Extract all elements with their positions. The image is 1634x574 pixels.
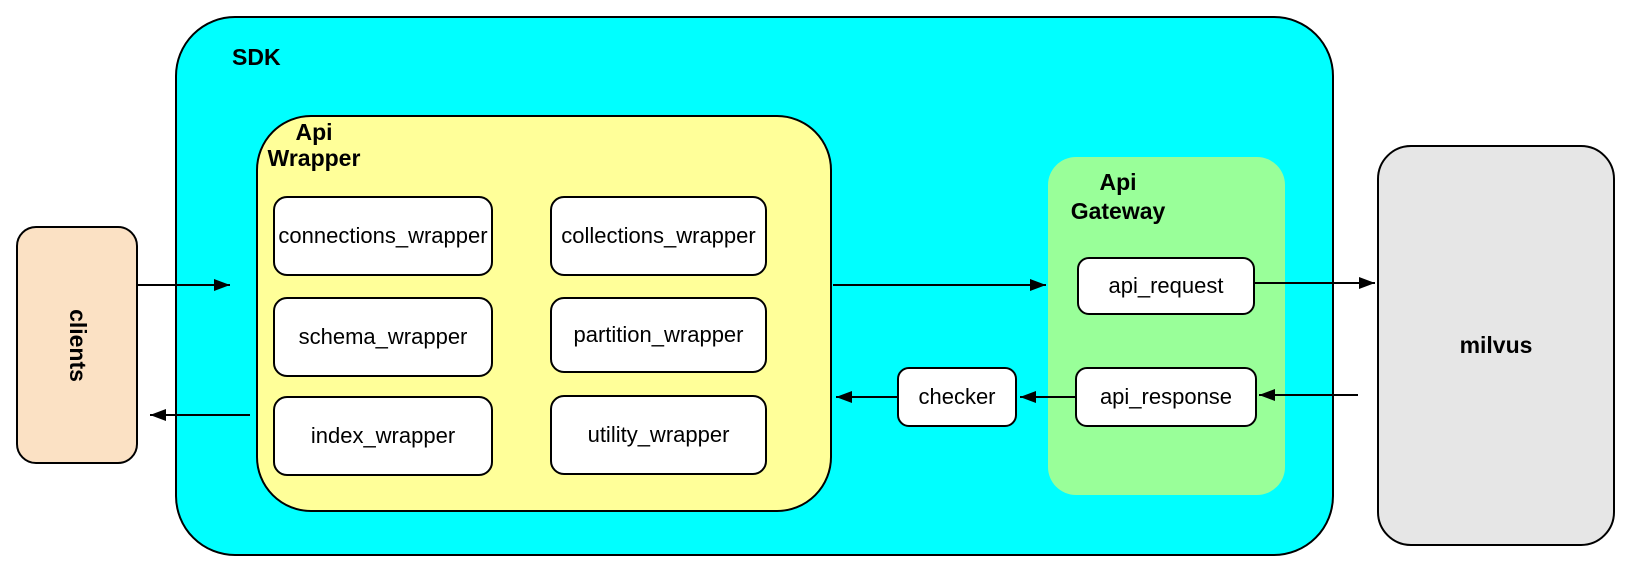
node-partition-wrapper: partition_wrapper xyxy=(550,297,767,373)
node-milvus: milvus xyxy=(1377,145,1615,546)
sdk-label: SDK xyxy=(232,44,281,70)
node-checker: checker xyxy=(897,367,1017,427)
node-index-wrapper: index_wrapper xyxy=(273,396,493,476)
node-collections-wrapper: collections_wrapper xyxy=(550,196,767,276)
node-utility-wrapper: utility_wrapper xyxy=(550,395,767,475)
node-connections-wrapper: connections_wrapper xyxy=(273,196,493,276)
clients-label: clients xyxy=(64,308,91,382)
node-api-response: api_response xyxy=(1075,367,1257,427)
api-gateway-label-line2: Gateway xyxy=(1070,198,1166,224)
api-gateway-label: Api Gateway xyxy=(1048,168,1188,226)
api-wrapper-label-line2: Wrapper xyxy=(267,145,361,171)
node-api-request: api_request xyxy=(1077,257,1255,315)
node-schema-wrapper: schema_wrapper xyxy=(273,297,493,377)
api-wrapper-label: Api Wrapper xyxy=(262,119,366,171)
node-api-gateway xyxy=(1048,157,1285,495)
api-gateway-label-line1: Api xyxy=(1099,169,1137,195)
node-clients: clients xyxy=(16,226,138,464)
api-wrapper-label-line1: Api xyxy=(295,119,333,145)
